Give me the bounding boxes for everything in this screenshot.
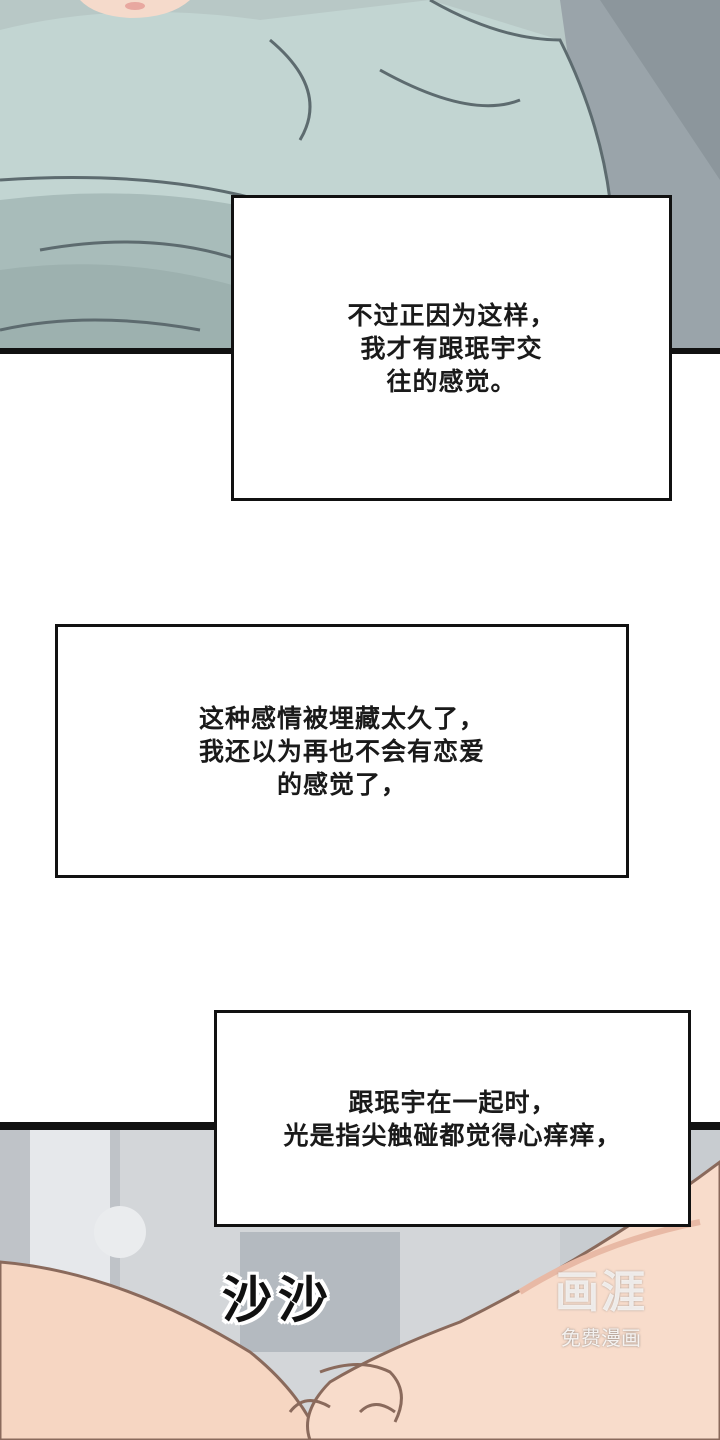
watermark: 画涯 免费漫画 bbox=[536, 1256, 666, 1351]
narration-box: 不过正因为这样， 我才有跟珉宇交 往的感觉。 bbox=[231, 195, 672, 501]
narration-text: 不过正因为这样， 我才有跟珉宇交 往的感觉。 bbox=[347, 300, 556, 396]
top-panel-shirt-art bbox=[0, 0, 720, 354]
shirt-illustration bbox=[0, 0, 720, 354]
narration-box: 这种感情被埋藏太久了， 我还以为再也不会有恋爱 的感觉了， bbox=[55, 624, 629, 878]
narration-text: 跟珉宇在一起时， 光是指尖触碰都觉得心痒痒， bbox=[283, 1087, 622, 1150]
narration-text: 这种感情被埋藏太久了， 我还以为再也不会有恋爱 的感觉了， bbox=[198, 703, 485, 799]
watermark-logo: 画涯 bbox=[555, 1267, 647, 1318]
sound-effect-text: 沙沙 bbox=[222, 1271, 334, 1329]
narration-box: 跟珉宇在一起时， 光是指尖触碰都觉得心痒痒， bbox=[214, 1010, 691, 1227]
watermark-subtitle: 免费漫画 bbox=[561, 1326, 641, 1350]
